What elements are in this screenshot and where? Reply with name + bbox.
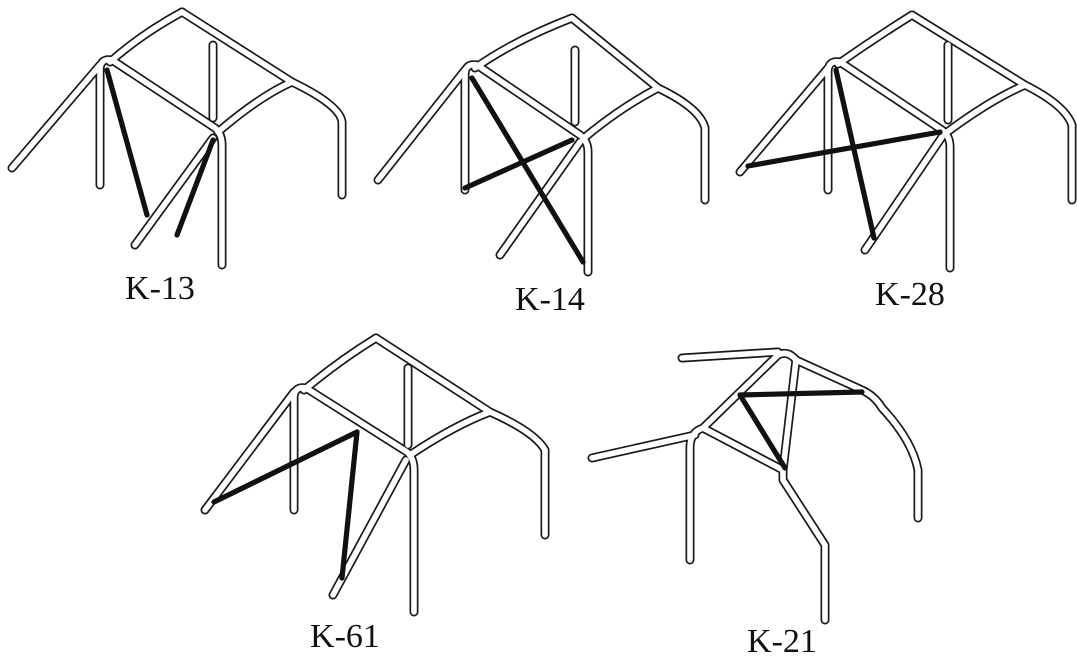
brace-k14-b [462, 137, 575, 191]
cage-k14-drawing [373, 13, 710, 277]
brace-k13-b [174, 137, 216, 238]
label-k13: K-13 [125, 270, 195, 307]
cage-k28-drawing [735, 10, 1077, 273]
label-k14: K-14 [515, 281, 585, 318]
brace-k21-a [737, 389, 865, 398]
cage-k13-drawing [7, 7, 347, 270]
brace-k28-a [833, 67, 877, 241]
brace-k61-a [211, 429, 360, 505]
label-k21: K-21 [747, 623, 817, 660]
brace-k14-a [469, 75, 586, 265]
brace-k21-b [737, 392, 788, 471]
cage-k61-drawing [200, 333, 550, 617]
brace-k28-b [745, 129, 943, 169]
brace-k61-b [339, 429, 360, 581]
brace-k13-a [104, 67, 150, 218]
label-k61: K-61 [310, 618, 380, 655]
cage-k21-drawing [587, 347, 923, 625]
label-k28: K-28 [875, 276, 945, 313]
